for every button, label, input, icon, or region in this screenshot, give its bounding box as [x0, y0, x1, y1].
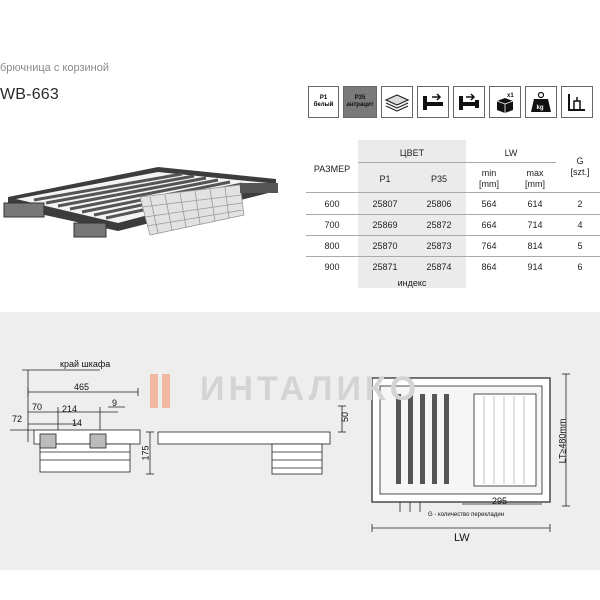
header-lw: LW — [504, 148, 518, 158]
dim-14: 14 — [72, 418, 83, 428]
header-max: max — [526, 168, 544, 178]
header-p1: P1 — [379, 174, 391, 184]
table-row: 900 25871 25874 864 914 6 — [324, 262, 583, 272]
slide-right-icon — [453, 86, 485, 118]
g-note: G - количество перекладин — [428, 512, 505, 518]
dim-295: 295 — [492, 496, 508, 506]
dim-lt: LT≥480mm — [557, 418, 568, 464]
weight-icon: kg — [525, 86, 557, 118]
slide-icon — [417, 86, 449, 118]
header-color: ЦВЕТ — [399, 148, 425, 158]
dim-214: 214 — [62, 404, 78, 414]
header-g-unit: [szt.] — [570, 167, 590, 177]
dim-9: 9 — [112, 398, 118, 408]
header-p35: P35 — [430, 174, 447, 184]
layers-icon — [381, 86, 413, 118]
dim-465: 465 — [74, 382, 90, 392]
header-divider — [358, 162, 556, 163]
mount-icon — [561, 86, 593, 118]
table-row: 800 25870 25873 764 814 5 — [324, 241, 583, 251]
dim-lw: LW — [454, 532, 470, 544]
table-row: 700 25869 25872 664 714 4 — [324, 220, 583, 230]
edge-label: край шкафа — [60, 359, 111, 369]
dim-175: 175 — [140, 445, 151, 461]
header-max-unit: [mm] — [525, 179, 545, 189]
svg-text:x1: x1 — [507, 93, 514, 99]
box-icon: x1 — [489, 86, 521, 118]
header-min-unit: [mm] — [479, 179, 499, 189]
dim-50: 50 — [340, 411, 351, 423]
technical-drawing: край шкафа 465 72 70 214 9 14 50 175 295… — [0, 312, 600, 570]
header-g: G — [576, 156, 584, 166]
svg-text:kg: kg — [537, 105, 544, 111]
product-subtitle: брючница с корзиной — [0, 62, 109, 74]
header-min: min — [481, 168, 497, 178]
table-row: 600 25807 25806 564 614 2 — [324, 199, 583, 209]
index-label: индекс — [397, 278, 427, 288]
dim-72: 72 — [12, 414, 23, 424]
product-table: РАЗМЕР ЦВЕТ LW G [szt.] P1 P35 min [mm] … — [306, 140, 600, 290]
model-number: WB-663 — [0, 86, 59, 103]
header-bottom-line — [306, 192, 600, 193]
product-image — [0, 145, 290, 255]
header-size: РАЗМЕР — [313, 164, 351, 174]
dim-70: 70 — [32, 402, 43, 412]
watermark: ИНТАЛИКО — [200, 370, 421, 408]
